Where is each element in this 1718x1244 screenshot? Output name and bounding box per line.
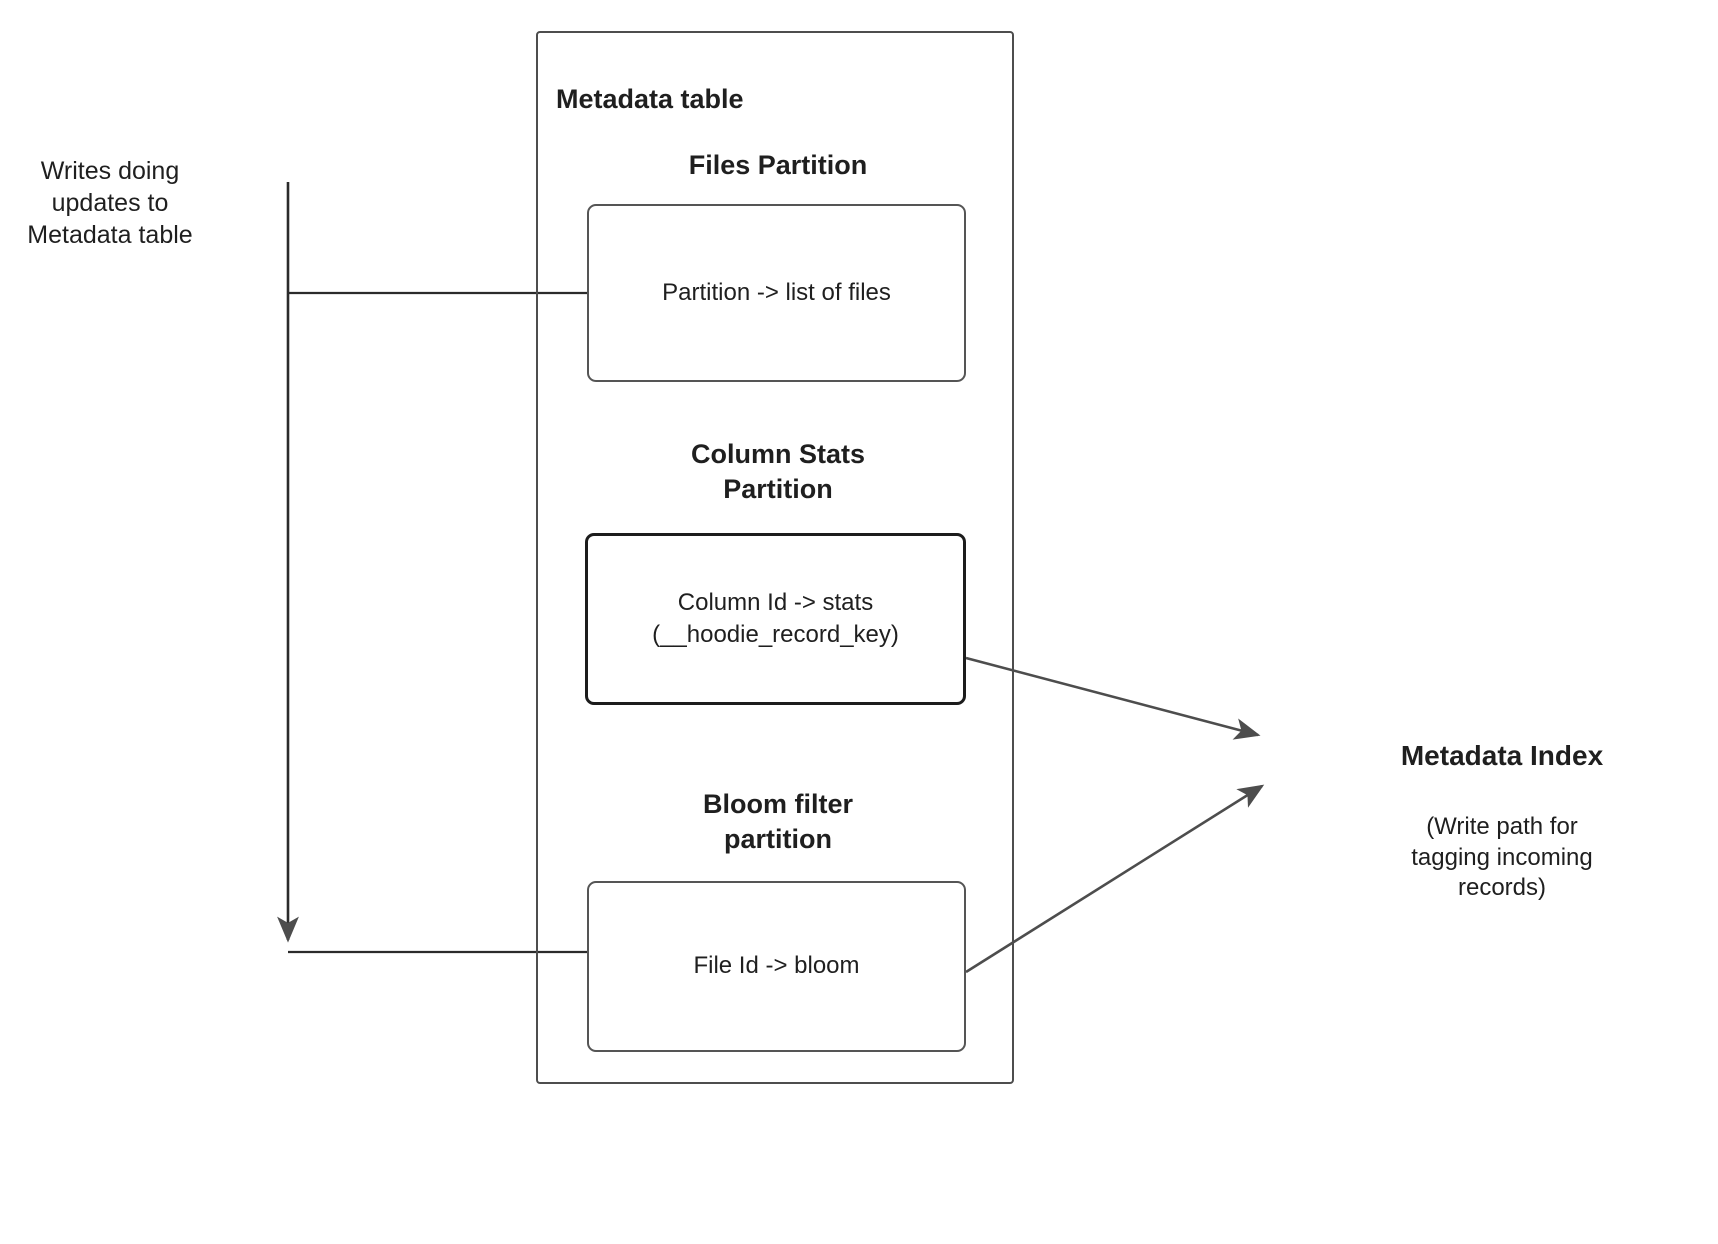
metadata-index-label: Metadata Index xyxy=(1400,740,1604,771)
files-partition-heading: Files Partition xyxy=(688,150,868,180)
bloom-filter-partition-box-text: File Id -> bloom xyxy=(693,952,860,980)
bloom-filter-partition-box: File Id -> bloom xyxy=(587,881,966,1052)
metadata-table-label: Metadata table xyxy=(556,84,744,114)
bloom-filter-partition-heading: Bloom filter partition xyxy=(702,789,853,854)
metadata-table-container xyxy=(536,31,1014,1084)
metadata-index-note: (Write path for tagging incoming records… xyxy=(1411,813,1593,902)
column-stats-partition-box-text: Column Id -> stats (__hoodie_record_key) xyxy=(652,588,899,648)
writes-updates-annotation: Writes doing updates to Metadata table xyxy=(27,157,193,249)
files-partition-box-text: Partition -> list of files xyxy=(662,278,891,306)
column-stats-partition-box: Column Id -> stats (__hoodie_record_key) xyxy=(585,533,966,705)
files-partition-box: Partition -> list of files xyxy=(587,204,966,382)
column-stats-partition-heading: Column Stats Partition xyxy=(690,439,865,504)
